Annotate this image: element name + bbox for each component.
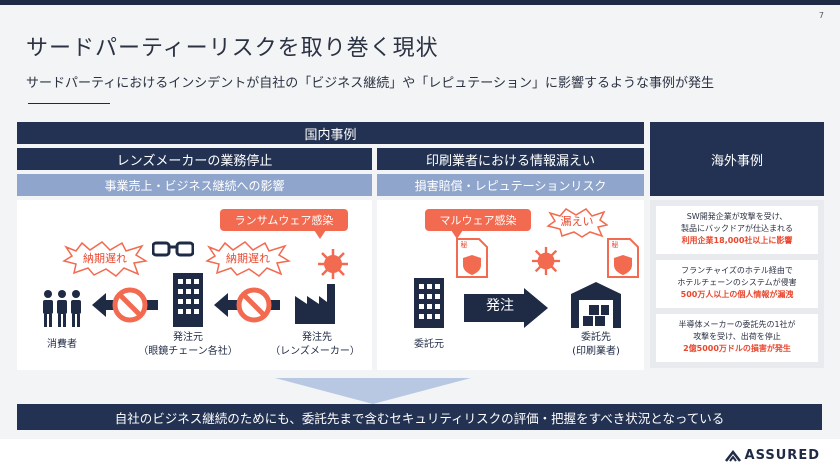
title-rule xyxy=(28,103,110,104)
supplier-sub-label: （レンズメーカー） xyxy=(270,346,360,357)
client-label: 委託元 xyxy=(414,339,444,350)
order-arrow-icon xyxy=(464,288,548,328)
secret-document-icon-2 xyxy=(607,238,639,278)
secret-tag-1: 秘 xyxy=(460,241,468,249)
overseas-case-2: フランチャイズのホテル経由で ホテルチェーンのシステムが侵害 500万人以上の個… xyxy=(656,260,818,308)
contractor-sub-label: (印刷業者) xyxy=(572,346,620,357)
overseas-case-3: 半導体メーカーの委託先の1社が 攻撃を受け、出荷を停止 2億5000万ドルの損害… xyxy=(656,314,818,362)
overseas-case-3-highlight: 2億5000万ドルの損害が発生 xyxy=(683,344,791,353)
virus-icon-2 xyxy=(531,246,561,276)
consumer-label: 消費者 xyxy=(47,339,77,350)
overseas-case-3-text1: 半導体メーカーの委託先の1社が xyxy=(678,320,796,329)
orderer-sub-label: （眼鏡チェーン各社） xyxy=(138,346,238,357)
contractor-label: 委託先 xyxy=(581,332,611,343)
logo-text: ASSURED xyxy=(744,448,820,463)
warehouse-icon xyxy=(571,282,621,328)
case2-title: 印刷業者における情報漏えい xyxy=(377,148,644,170)
blocked-icon-2 xyxy=(236,287,272,323)
overseas-case-1: SW開発企業が攻撃を受け、 製品にバックドアが仕込まれる 利用企業18,000社… xyxy=(656,206,818,254)
conclusion-bar: 自社のビジネス継続のためにも、委託先まで含むセキュリティリスクの評価・把握をすべ… xyxy=(17,404,822,430)
page-subtitle: サードパーティにおけるインシデントが自社の「ビジネス継続」や「レピュテーション」… xyxy=(26,76,714,91)
delay-burst-icon-2 xyxy=(205,241,291,277)
delay-label-2: 納期遅れ xyxy=(226,252,270,265)
footer xyxy=(0,439,840,474)
leak-burst-icon xyxy=(546,208,608,238)
overseas-case-1-text1: SW開発企業が攻撃を受け、 xyxy=(686,212,788,221)
virus-icon-1 xyxy=(318,249,348,279)
order-label: 発注 xyxy=(486,298,514,314)
delay-label-1: 納期遅れ xyxy=(83,252,127,265)
factory-icon xyxy=(295,284,335,324)
logo-chevron-icon xyxy=(724,449,741,462)
case2-malware-callout: マルウェア感染 xyxy=(425,209,531,239)
case1-ransomware-callout: ランサムウェア感染 xyxy=(220,209,348,239)
top-bar xyxy=(0,0,840,5)
building-icon-client xyxy=(414,278,444,328)
page-title: サードパーティーリスクを取り巻く現状 xyxy=(26,36,439,61)
overseas-case-3-text2: 攻撃を受け、出荷を停止 xyxy=(693,332,781,341)
secret-document-icon-1 xyxy=(456,238,488,278)
supplier-label: 発注先 xyxy=(302,332,332,343)
overseas-case-2-text2: ホテルチェーンのシステムが侵害 xyxy=(677,278,797,287)
orderer-label: 発注元 xyxy=(173,332,203,343)
glasses-icon xyxy=(152,241,194,257)
overseas-header: 海外事例 xyxy=(650,122,824,196)
consumers-icon xyxy=(43,290,81,327)
case2-impact: 損害賠償・レピュテーションリスク xyxy=(377,174,644,196)
blocked-icon-1 xyxy=(112,287,148,323)
page-number: 7 xyxy=(818,11,824,20)
assured-logo: ASSURED xyxy=(724,448,820,463)
overseas-case-1-text2: 製品にバックドアが仕込まれる xyxy=(681,224,793,233)
down-arrow xyxy=(275,378,471,404)
overseas-case-1-highlight: 利用企業18,000社以上に影響 xyxy=(681,236,793,245)
overseas-case-2-highlight: 500万人以上の個人情報が漏洩 xyxy=(680,290,794,299)
leak-label: 漏えい xyxy=(560,215,594,228)
overseas-case-2-text1: フランチャイズのホテル経由で xyxy=(681,266,793,275)
delay-burst-icon-1 xyxy=(62,241,148,277)
case1-title: レンズメーカーの業務停止 xyxy=(17,148,372,170)
domestic-header: 国内事例 xyxy=(17,122,644,144)
secret-tag-2: 秘 xyxy=(611,241,619,249)
building-icon-orderer xyxy=(173,273,203,327)
case1-impact: 事業売上・ビジネス継続への影響 xyxy=(17,174,372,196)
